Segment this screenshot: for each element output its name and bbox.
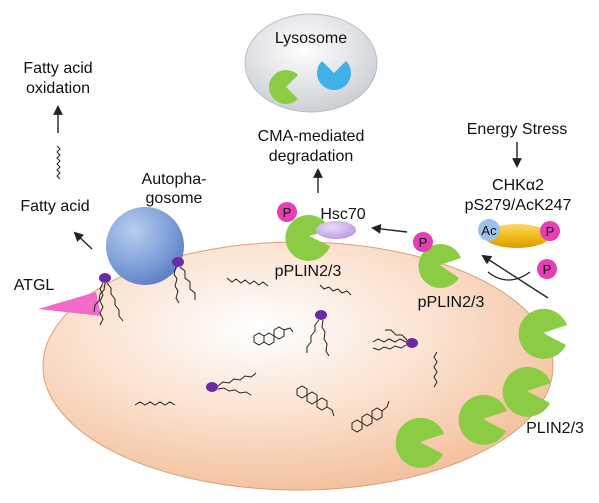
acyl-chain <box>226 277 269 287</box>
phospho-badge-pplin-left-label: P <box>283 205 292 220</box>
arrow-plin-to-pplin <box>481 254 549 299</box>
pplin-left: P <box>277 202 356 261</box>
plin-protein <box>518 308 567 359</box>
phospho-badge-free <box>537 259 557 279</box>
pplin-right-label: pPLIN2/3 <box>418 294 485 311</box>
arrow-pplin-to-hsc70 <box>371 224 408 234</box>
phosphate-transfer-curve <box>487 271 531 281</box>
fatty-acid-label: Fatty acid <box>20 198 89 215</box>
pplin-left-label: pPLIN2/3 <box>275 263 342 280</box>
phospho-badge-pplin-right-label: P <box>419 235 428 250</box>
phospho-badge-chk-label: P <box>546 224 555 239</box>
acetyl-badge-label: Ac <box>481 223 497 238</box>
chk-label-line2: pS279/AcK247 <box>465 197 572 214</box>
lysosome-label: Lysosome <box>275 30 347 47</box>
acyl-chain <box>319 284 352 296</box>
sterol-ring <box>351 400 390 433</box>
fatty-acid-oxidation-line1: Fatty acid <box>23 60 92 77</box>
plin-protein <box>395 417 444 468</box>
phospho-badge-pplin-left <box>277 202 297 222</box>
sterol-ring <box>253 326 294 346</box>
lysosome-cyan-cargo <box>317 61 352 91</box>
lipid-molecule <box>93 273 124 326</box>
sterol-ring <box>296 385 335 417</box>
plin-proteins <box>395 308 567 468</box>
cma-label-line2: degradation <box>269 148 354 165</box>
phospho-badge-chk <box>540 221 560 241</box>
lipid-molecule <box>372 329 418 351</box>
hsc70-label: Hsc70 <box>320 206 365 223</box>
atgl-label: ATGL <box>14 277 55 294</box>
lysosome-perilipin-cargo <box>268 70 298 104</box>
hsc70-chaperone <box>316 221 356 239</box>
acetyl-badge <box>478 219 500 241</box>
autophagosome-label-line2: gosome <box>146 190 203 207</box>
autophagosome-label-line1: Autopha- <box>142 171 207 188</box>
pplin-right: P <box>413 232 461 289</box>
phospho-badge-free-label: P <box>543 262 552 277</box>
fatty-acid-squiggle <box>56 145 61 180</box>
chk-label-line1: CHKα2 <box>492 177 544 194</box>
arrow-autophagosome-to-fatty-acid <box>73 231 93 250</box>
lipid-molecule <box>172 257 196 304</box>
lysosome: Lysosome <box>244 13 378 113</box>
lipid-molecule <box>306 310 330 357</box>
acyl-chain <box>134 401 176 406</box>
sterol-molecules <box>253 326 390 433</box>
plin-protein <box>458 394 507 445</box>
lipids <box>93 257 438 406</box>
cma-label-line1: CMA-mediated <box>258 128 365 145</box>
plin-label: PLIN2/3 <box>526 420 584 437</box>
phospho-badge-pplin-right <box>413 232 433 252</box>
autophagosome <box>106 207 184 285</box>
fatty-acid-oxidation-line2: oxidation <box>26 80 90 97</box>
lipid-molecule <box>206 372 257 396</box>
chk-alpha2-kinase: Ac P <box>478 219 560 248</box>
energy-stress-label: Energy Stress <box>467 121 567 138</box>
atgl-enzyme <box>38 292 101 316</box>
plin-protein <box>502 366 551 417</box>
acyl-chain <box>433 351 438 388</box>
